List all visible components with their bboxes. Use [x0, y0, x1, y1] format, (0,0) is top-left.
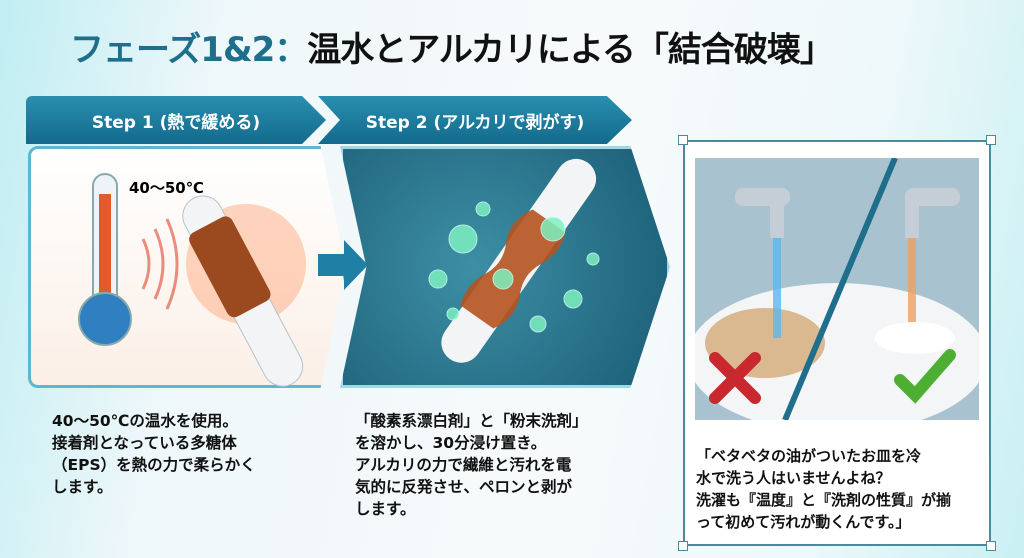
- step1-illustration: 40〜50℃: [28, 146, 346, 388]
- resize-handle[interactable]: [986, 541, 996, 551]
- page-title: フェーズ1&2：温水とアルカリによる「結合破壊」: [70, 30, 834, 70]
- thermometer-icon: [78, 173, 306, 387]
- step2-illustration: [340, 146, 670, 388]
- step2-banner: Step 2 (アルカリで剥がす): [318, 96, 632, 144]
- check-icon: [894, 349, 956, 404]
- step1-description: 40〜50℃の温水を使用。接着剤となっている多糖体（EPS）を熱の力で柔らかくし…: [52, 412, 256, 496]
- resize-handle[interactable]: [986, 135, 996, 145]
- bubbles-pipe-icon: [428, 158, 600, 363]
- temperature-label: 40〜50℃: [129, 179, 204, 197]
- resize-handle[interactable]: [678, 541, 688, 551]
- resize-handle[interactable]: [678, 135, 688, 145]
- dish-washing-comparison-image: [695, 158, 979, 420]
- step1-banner: Step 1 (熱で緩める): [26, 96, 326, 144]
- arrow-right-icon: [318, 240, 368, 290]
- quote-text: 「ベタベタの油がついたお皿を冷水で洗う人はいませんよね？洗濯も『温度』と『洗剤の…: [696, 447, 952, 531]
- cross-icon: [709, 352, 761, 404]
- step2-description: 「酸素系漂白剤」と「粉末洗剤」を溶かし、30分浸け置き。アルカリの力で繊維と汚れ…: [355, 412, 588, 518]
